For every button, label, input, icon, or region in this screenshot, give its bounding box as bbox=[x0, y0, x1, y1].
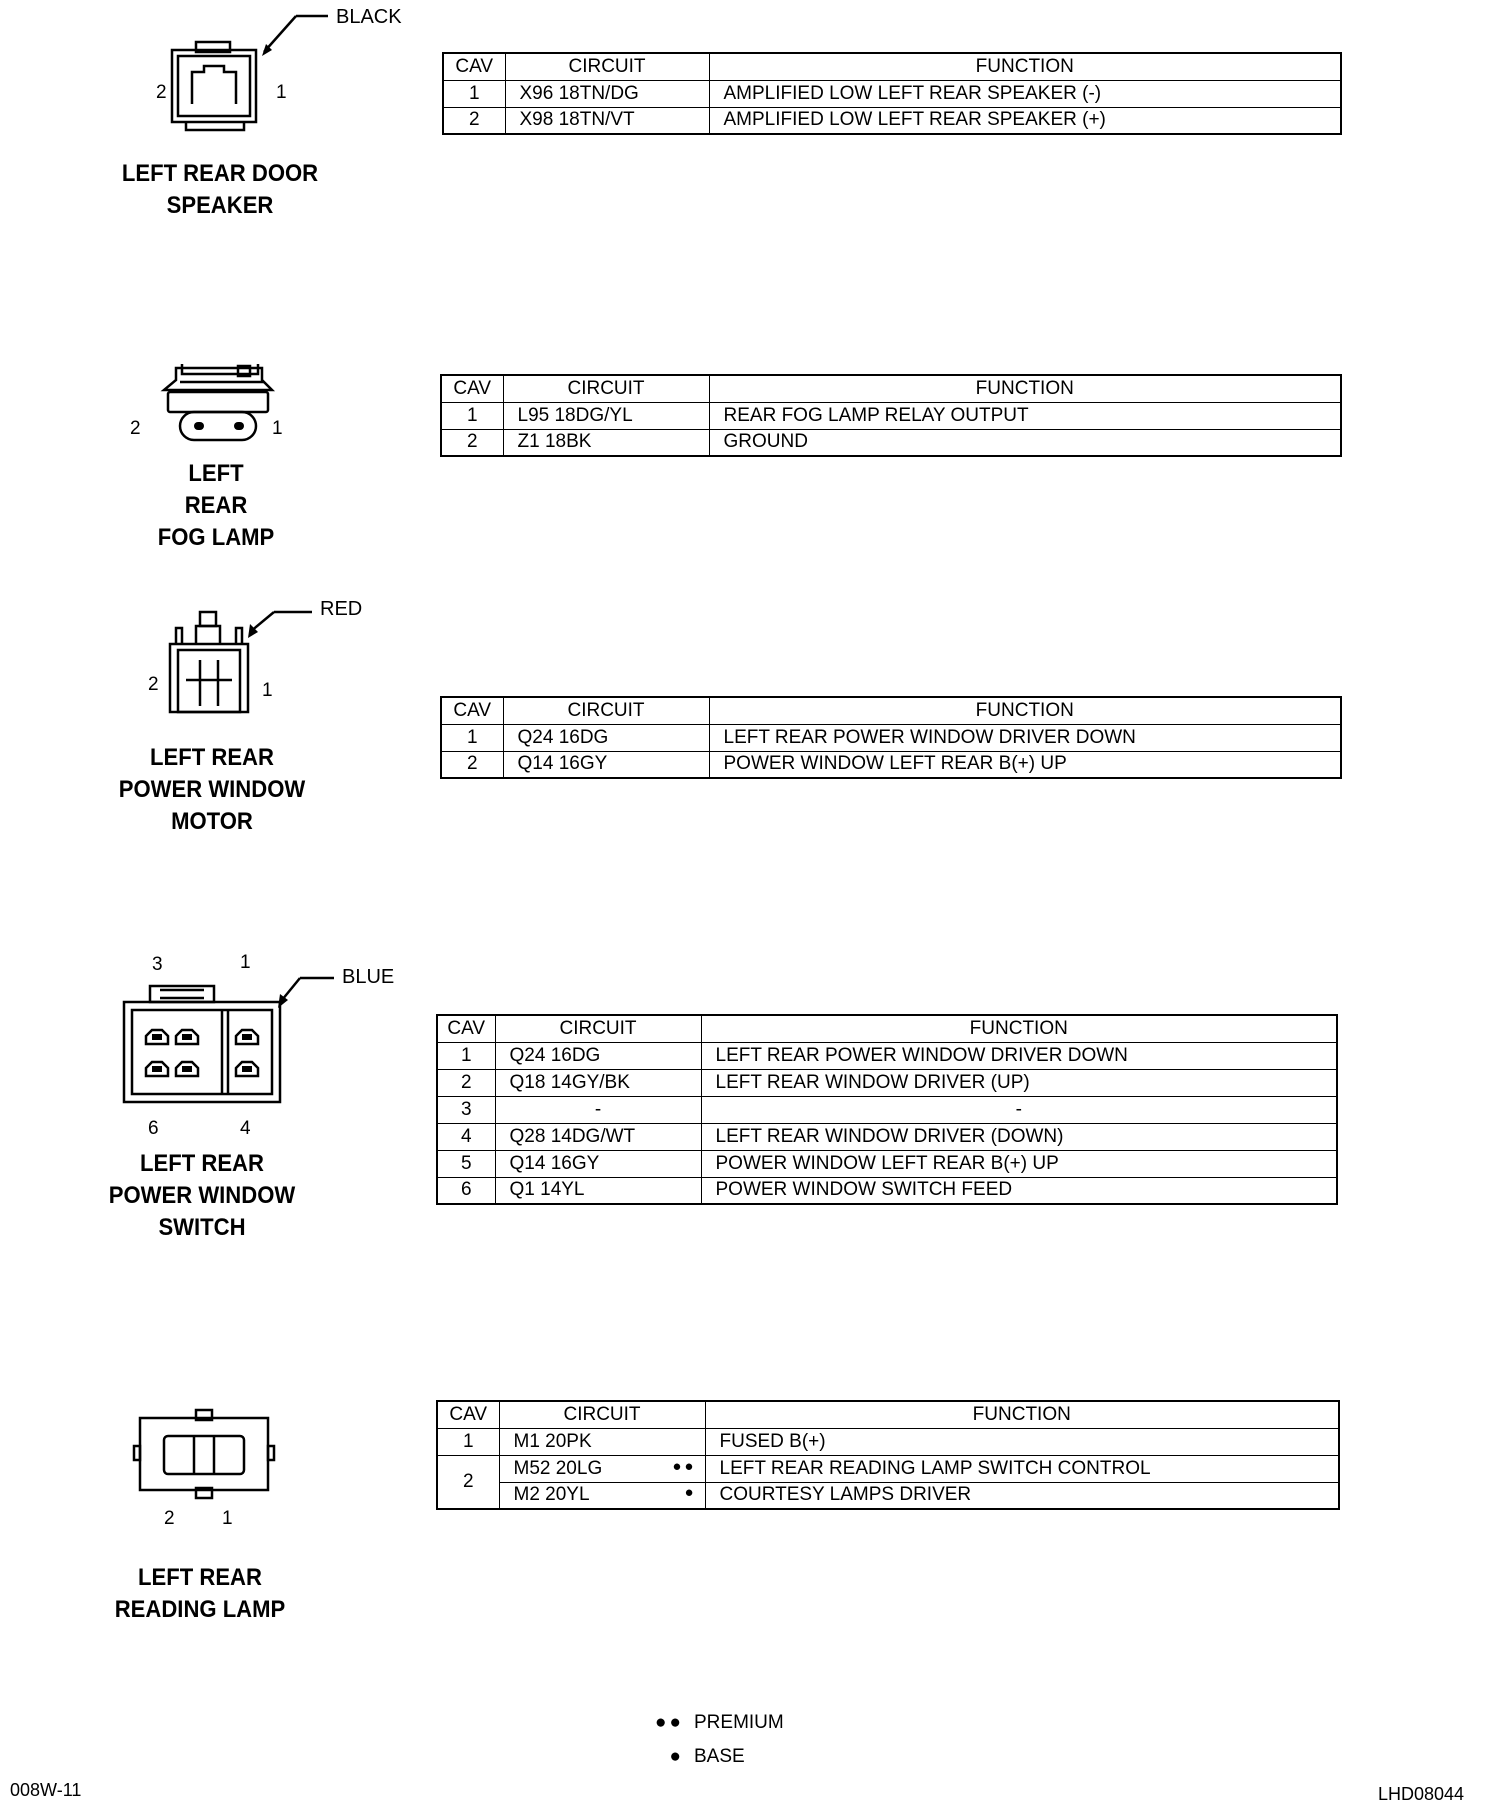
table-row: 1 Q24 16DG LEFT REAR POWER WINDOW DRIVER… bbox=[436, 1041, 1338, 1070]
header-function: FUNCTION bbox=[708, 374, 1342, 403]
pinout-table: CAV CIRCUIT FUNCTION 1 Q24 16DG LEFT REA… bbox=[436, 1014, 1338, 1205]
legend-label: BASE bbox=[694, 1746, 745, 1767]
header-cav: CAV bbox=[442, 52, 506, 81]
circuit-code: M2 20YL bbox=[513, 1484, 590, 1506]
header-circuit: CIRCUIT bbox=[502, 696, 710, 725]
header-function: FUNCTION bbox=[708, 696, 1342, 725]
header-circuit: CIRCUIT bbox=[502, 374, 710, 403]
circuit-code: M52 20LG bbox=[513, 1457, 603, 1479]
connector-title: LEFT REAR DOOR SPEAKER bbox=[121, 160, 319, 219]
pin-label: 1 bbox=[262, 680, 273, 701]
table-row: 3 - - bbox=[436, 1095, 1338, 1124]
table-row: 1 L95 18DG/YL REAR FOG LAMP RELAY OUTPUT bbox=[440, 401, 1342, 430]
header-function: FUNCTION bbox=[708, 52, 1342, 81]
wire-color-label: BLUE bbox=[342, 966, 395, 988]
header-cav: CAV bbox=[436, 1014, 496, 1043]
legend-marker: ● bbox=[669, 1746, 684, 1767]
table-row: 2 Q14 16GY POWER WINDOW LEFT REAR B(+) U… bbox=[440, 750, 1342, 779]
header-cav: CAV bbox=[436, 1400, 500, 1429]
legend-label: PREMIUM bbox=[694, 1712, 784, 1733]
pin-label: 1 bbox=[276, 82, 287, 103]
pin-label: 1 bbox=[222, 1508, 233, 1529]
table-row: 6 Q1 14YL POWER WINDOW SWITCH FEED bbox=[436, 1176, 1338, 1205]
pinout-table: CAV CIRCUIT FUNCTION 1 M1 20PK FUSED B(+… bbox=[436, 1400, 1340, 1510]
figure-id: LHD08044 bbox=[1378, 1784, 1465, 1804]
legend-item: ● BASE bbox=[650, 1746, 745, 1768]
pin-label: 1 bbox=[272, 418, 283, 439]
header-cav: CAV bbox=[440, 696, 504, 725]
pin-label: 6 bbox=[148, 1118, 159, 1139]
header-circuit: CIRCUIT bbox=[504, 52, 710, 81]
pin-label: 2 bbox=[164, 1508, 175, 1529]
table-row: 1 M1 20PK FUSED B(+) bbox=[436, 1427, 1340, 1456]
table-row: 2 Q18 14GY/BK LEFT REAR WINDOW DRIVER (U… bbox=[436, 1068, 1338, 1097]
table-row: 5 Q14 16GY POWER WINDOW LEFT REAR B(+) U… bbox=[436, 1149, 1338, 1178]
table-row: 2 X98 18TN/VT AMPLIFIED LOW LEFT REAR SP… bbox=[442, 106, 1342, 135]
connector-title: LEFT REAR POWER WINDOW MOTOR bbox=[118, 744, 306, 835]
option-marker: ● bbox=[684, 1484, 697, 1502]
connector-title: LEFT REAR FOG LAMP bbox=[157, 460, 275, 551]
pinout-table: CAV CIRCUIT FUNCTION 1 X96 18TN/DG AMPLI… bbox=[442, 52, 1342, 135]
page-code: 008W-11 bbox=[10, 1780, 82, 1800]
connector-title: LEFT REAR POWER WINDOW SWITCH bbox=[108, 1150, 296, 1241]
pin-label: 2 bbox=[148, 674, 159, 695]
table-row: 4 Q28 14DG/WT LEFT REAR WINDOW DRIVER (D… bbox=[436, 1122, 1338, 1151]
header-function: FUNCTION bbox=[700, 1014, 1338, 1043]
header-circuit: CIRCUIT bbox=[498, 1400, 706, 1429]
pinout-table: CAV CIRCUIT FUNCTION 1 L95 18DG/YL REAR … bbox=[440, 374, 1342, 457]
pin-label: 2 bbox=[156, 82, 167, 103]
pin-label: 1 bbox=[240, 952, 251, 973]
table-row: 1 X96 18TN/DG AMPLIFIED LOW LEFT REAR SP… bbox=[442, 79, 1342, 108]
table-row: 2 Z1 18BK GROUND bbox=[440, 428, 1342, 457]
legend-item: ●● PREMIUM bbox=[650, 1712, 784, 1734]
header-circuit: CIRCUIT bbox=[494, 1014, 702, 1043]
table-row: 2 M52 20LG●● LEFT REAR READING LAMP SWIT… bbox=[436, 1454, 1340, 1510]
header-cav: CAV bbox=[440, 374, 504, 403]
header-function: FUNCTION bbox=[704, 1400, 1340, 1429]
wire-color-label: BLACK bbox=[336, 6, 402, 28]
connector-title: LEFT REAR READING LAMP bbox=[114, 1564, 286, 1623]
pinout-table: CAV CIRCUIT FUNCTION 1 Q24 16DG LEFT REA… bbox=[440, 696, 1342, 779]
wire-color-label: RED bbox=[320, 598, 363, 620]
table-row: M2 20YL● COURTESY LAMPS DRIVER bbox=[437, 1481, 1340, 1510]
option-marker: ●● bbox=[672, 1457, 697, 1475]
pin-label: 2 bbox=[130, 418, 141, 439]
pin-label: 4 bbox=[240, 1118, 251, 1139]
legend-marker: ●● bbox=[655, 1712, 684, 1733]
pin-label: 3 bbox=[152, 954, 163, 975]
table-row: 1 Q24 16DG LEFT REAR POWER WINDOW DRIVER… bbox=[440, 723, 1342, 752]
circuit-code: M1 20PK bbox=[513, 1430, 592, 1452]
